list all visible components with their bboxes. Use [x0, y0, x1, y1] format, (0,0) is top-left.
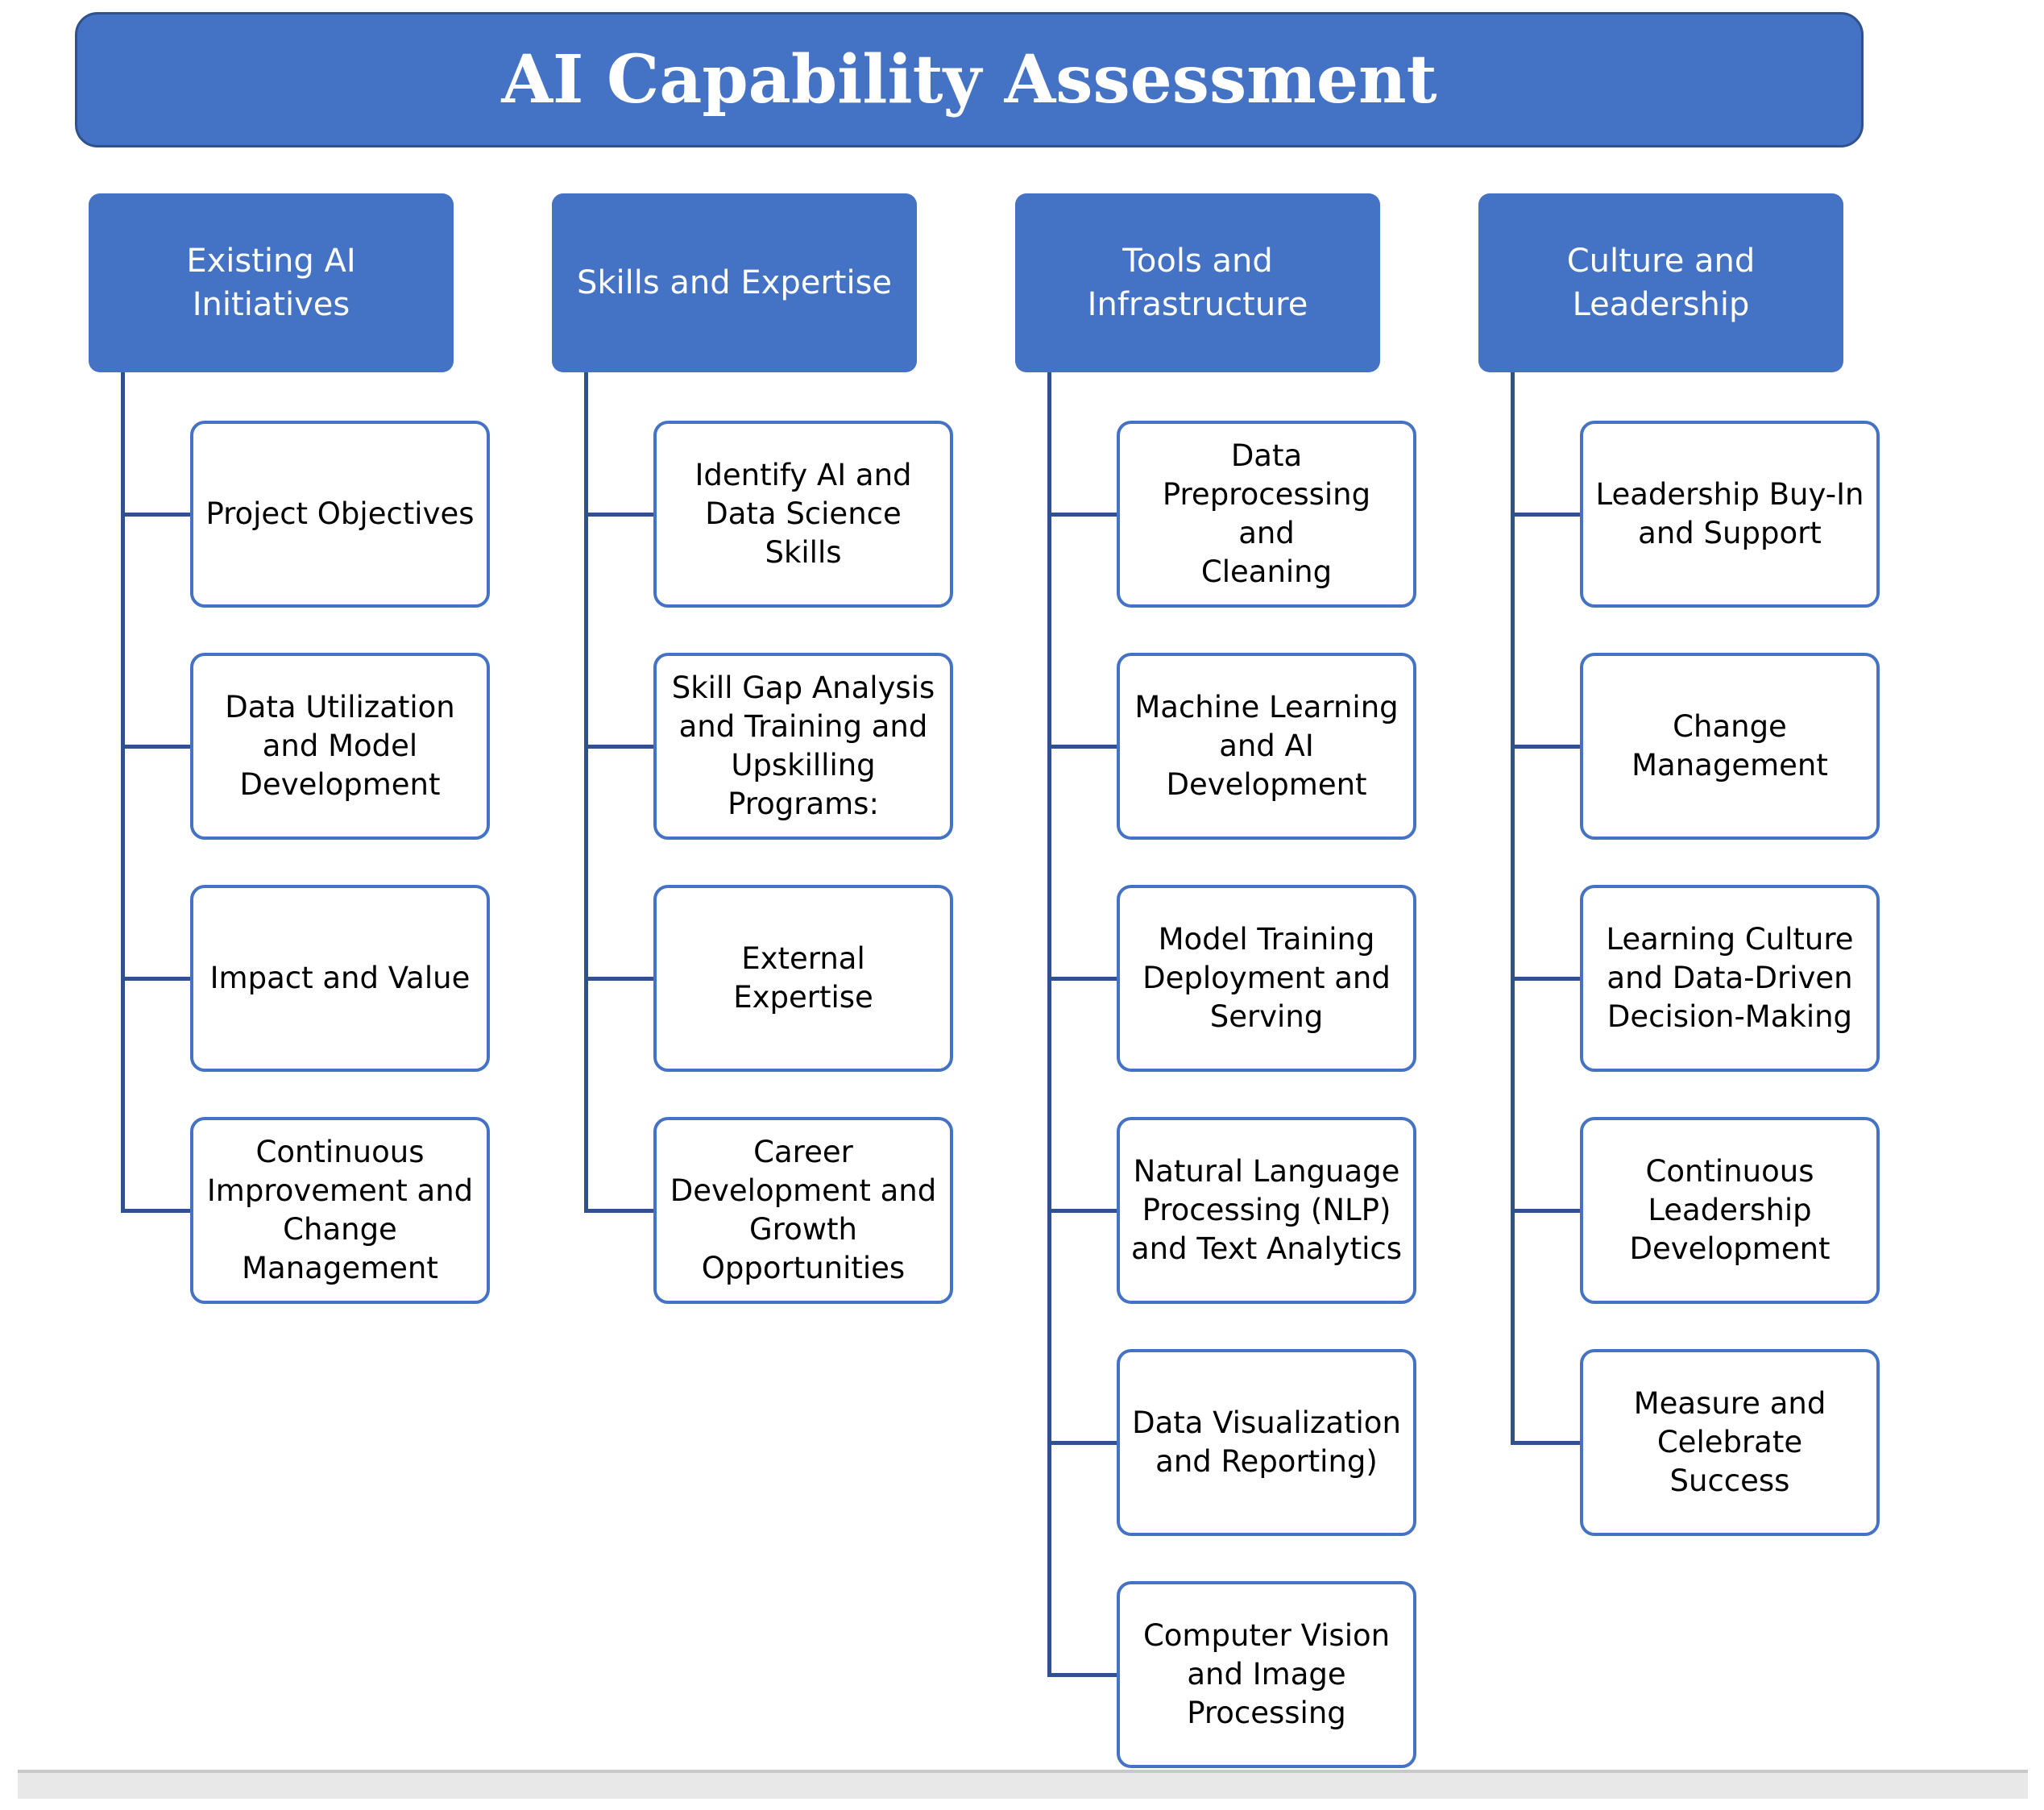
bottom-divider — [18, 1770, 2028, 1799]
subcategory-box: Data Utilization and Model Development — [190, 653, 490, 840]
subcategory-box: Model Training Deployment and Serving — [1117, 885, 1416, 1072]
category-header: Existing AI Initiatives — [89, 193, 454, 372]
subcategory-box: Computer Vision and Image Processing — [1117, 1581, 1416, 1768]
connector-branch — [121, 977, 190, 981]
category-header: Tools and Infrastructure — [1015, 193, 1380, 372]
subcategory-box: Continuous Improvement and Change Manage… — [190, 1117, 490, 1304]
subcategory-box: Measure and Celebrate Success — [1580, 1349, 1880, 1536]
subcategory-box: Leadership Buy-In and Support — [1580, 421, 1880, 608]
connector-branch — [121, 513, 190, 517]
category-header: Culture and Leadership — [1478, 193, 1843, 372]
subcategory-box: Project Objectives — [190, 421, 490, 608]
connector-trunk — [584, 372, 588, 1213]
subcategory-box: Impact and Value — [190, 885, 490, 1072]
connector-branch — [584, 977, 653, 981]
connector-branch — [1047, 513, 1117, 517]
connector-branch — [121, 1209, 190, 1213]
subcategory-box: Machine Learning and AI Development — [1117, 653, 1416, 840]
subcategory-box: Continuous Leadership Development — [1580, 1117, 1880, 1304]
subcategory-box: Career Development and Growth Opportunit… — [653, 1117, 953, 1304]
subcategory-box: Identify AI and Data Science Skills — [653, 421, 953, 608]
connector-branch — [1047, 977, 1117, 981]
connector-branch — [1047, 745, 1117, 749]
connector-branch — [1511, 977, 1580, 981]
connector-branch — [584, 513, 653, 517]
connector-branch — [1511, 513, 1580, 517]
connector-branch — [1511, 1441, 1580, 1445]
connector-branch — [121, 745, 190, 749]
connector-branch — [1047, 1209, 1117, 1213]
connector-branch — [1511, 1209, 1580, 1213]
subcategory-box: Learning Culture and Data-Driven Decisio… — [1580, 885, 1880, 1072]
subcategory-box: External Expertise — [653, 885, 953, 1072]
subcategory-box: Skill Gap Analysis and Training and Upsk… — [653, 653, 953, 840]
subcategory-box: Data Preprocessing and Cleaning — [1117, 421, 1416, 608]
category-header: Skills and Expertise — [552, 193, 917, 372]
subcategory-box: Data Visualization and Reporting) — [1117, 1349, 1416, 1536]
subcategory-box: Change Management — [1580, 653, 1880, 840]
connector-branch — [1511, 745, 1580, 749]
connector-branch — [584, 1209, 653, 1213]
title-bar: AI Capability Assessment — [75, 12, 1864, 147]
connector-branch — [1047, 1441, 1117, 1445]
diagram-title: AI Capability Assessment — [501, 41, 1437, 118]
connector-branch — [1047, 1673, 1117, 1677]
connector-trunk — [121, 372, 125, 1213]
connector-trunk — [1047, 372, 1051, 1677]
connector-trunk — [1511, 372, 1515, 1445]
subcategory-box: Natural Language Processing (NLP) and Te… — [1117, 1117, 1416, 1304]
connector-branch — [584, 745, 653, 749]
